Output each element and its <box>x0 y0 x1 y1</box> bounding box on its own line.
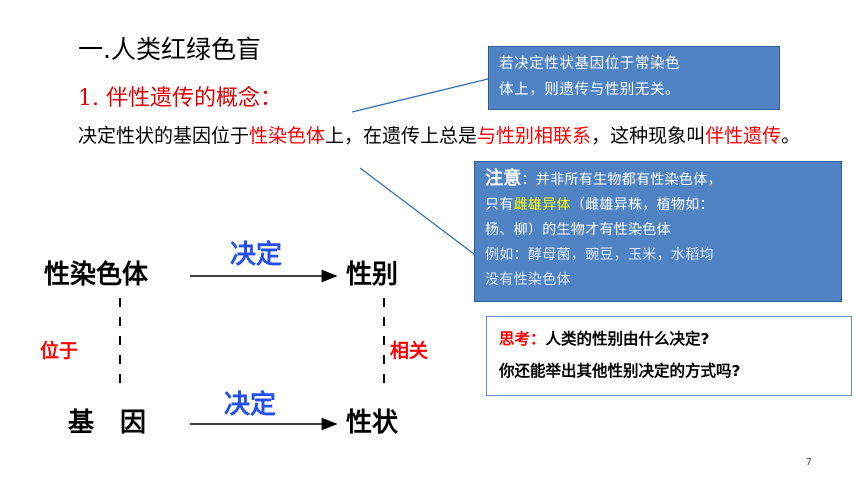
diagram-bottom-arrow-label: 决定 <box>224 390 277 420</box>
diagram-gene: 基 因 <box>68 408 147 438</box>
note-line2-post: （雌雄异株，植物如： <box>570 197 714 213</box>
diagram-right-label: 相关 <box>390 340 429 362</box>
callout-top-connector <box>351 77 493 113</box>
note-callout: 注意：并非所有生物都有性染色体， 只有雌雄异体（雌雄异株，植物如： 杨、柳）的生… <box>474 161 842 302</box>
definition-paragraph: 决定性状的基因位于性染色体上，在遗传上总是与性别相联系，这种现象叫伴性遗传。 <box>78 122 818 151</box>
autosome-callout-line1: 若决定性状基因位于常染色 <box>499 56 681 72</box>
para-highlight-sex-chromosome: 性染色体 <box>249 125 326 147</box>
callout-note-connector <box>359 167 475 255</box>
diagram-sex: 性别 <box>346 260 399 290</box>
section-heading: 1. 伴性遗传的概念： <box>78 86 282 111</box>
note-line3: 杨、柳）的生物才有性染色体 <box>485 222 671 238</box>
page-number: 7 <box>805 457 812 468</box>
note-highlight-dioecious: 雌雄异体 <box>513 197 571 213</box>
note-line1-text: ：并非所有生物都有性染色体， <box>521 172 722 188</box>
para-highlight-sex-linked-inheritance: 伴性遗传 <box>705 125 782 147</box>
para-text-1: 决定性状的基因位于 <box>78 125 250 147</box>
diagram-top-arrow-label: 决定 <box>230 240 283 270</box>
note-heading: 注意 <box>485 168 522 189</box>
note-line4: 例如：酵母菌，豌豆，玉米，水稻均 <box>485 247 714 263</box>
para-highlight-sex-linked: 与性别相联系 <box>477 125 592 147</box>
think-question-1: 人类的性别由什么决定? <box>545 330 710 348</box>
diagram-sex-chromosome: 性染色体 <box>44 260 149 290</box>
note-line2-pre: 只有 <box>485 197 514 213</box>
slide-title: 一.人类红绿色盲 <box>78 35 261 64</box>
autosome-callout-line2: 体上，则遗传与性别无关。 <box>499 82 681 98</box>
think-question-box: 思考：人类的性别由什么决定? 你还能举出其他性别决定的方式吗? <box>486 316 852 396</box>
note-line1: 注意：并非所有生物都有性染色体， <box>485 166 831 193</box>
para-text-4: 。 <box>781 125 801 147</box>
think-line1: 思考：人类的性别由什么决定? <box>499 323 839 355</box>
para-text-2: 上，在遗传上总是 <box>325 125 478 147</box>
autosome-callout: 若决定性状基因位于常染色 体上，则遗传与性别无关。 <box>488 46 780 110</box>
diagram-left-label: 位于 <box>40 340 79 362</box>
think-question-2: 你还能举出其他性别决定的方式吗? <box>499 362 741 380</box>
note-line2: 只有雌雄异体（雌雄异株，植物如： <box>485 193 831 218</box>
think-label: 思考： <box>499 330 546 348</box>
note-line5: 没有性染色体 <box>485 272 571 288</box>
para-text-3: ，这种现象叫 <box>591 125 706 147</box>
diagram-trait: 性状 <box>346 408 399 438</box>
